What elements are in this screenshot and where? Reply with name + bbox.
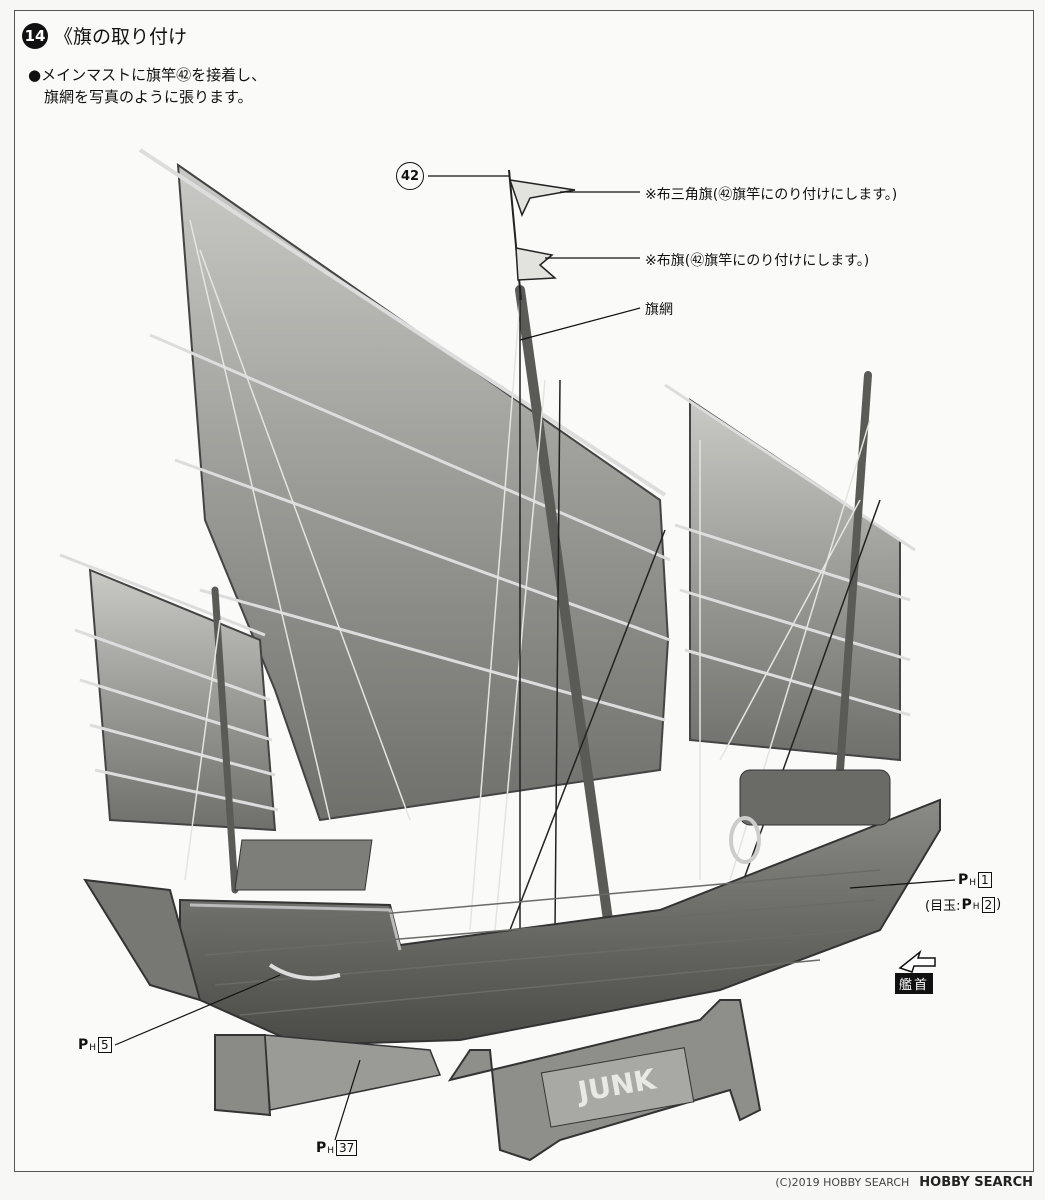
bow-label: 艦首 — [895, 973, 934, 994]
part-42-label: 42 — [396, 162, 424, 190]
mizzen-sail — [664, 383, 916, 762]
bow-arrow-icon — [898, 949, 936, 973]
footer: (C)2019 HOBBY SEARCH HOBBY SEARCH — [775, 1175, 1033, 1190]
step-header: 14 《旗の取り付け — [22, 22, 187, 49]
copyright: (C)2019 HOBBY SEARCH — [775, 1176, 910, 1189]
hull — [83, 769, 941, 1117]
main-sail — [138, 148, 671, 822]
display-stand — [447, 999, 762, 1162]
step-number: 14 — [22, 22, 48, 49]
triangle-flag-label: ※布三角旗(㊷旗竿にのり付けにします。) — [645, 187, 898, 203]
triangle-flag — [508, 179, 576, 217]
flag-line-label: 旗網 — [645, 302, 673, 318]
instruction-line-2: 旗網を写真のように張ります。 — [44, 88, 253, 106]
instructions: ●メインマストに旗竿㊷を接着し、 旗網を写真のように張ります。 — [28, 64, 266, 108]
cloth-flag-label: ※布旗(㊷旗竿にのり付けにします。) — [645, 253, 870, 269]
instruction-line-1: ●メインマストに旗竿㊷を接着し、 — [28, 66, 267, 84]
leader-lines — [114, 175, 956, 1141]
cloth-flag — [515, 247, 557, 281]
step-title: 《旗の取り付け — [54, 26, 188, 48]
flag-pole — [508, 169, 576, 301]
brand-logo: HOBBY SEARCH — [919, 1175, 1033, 1190]
